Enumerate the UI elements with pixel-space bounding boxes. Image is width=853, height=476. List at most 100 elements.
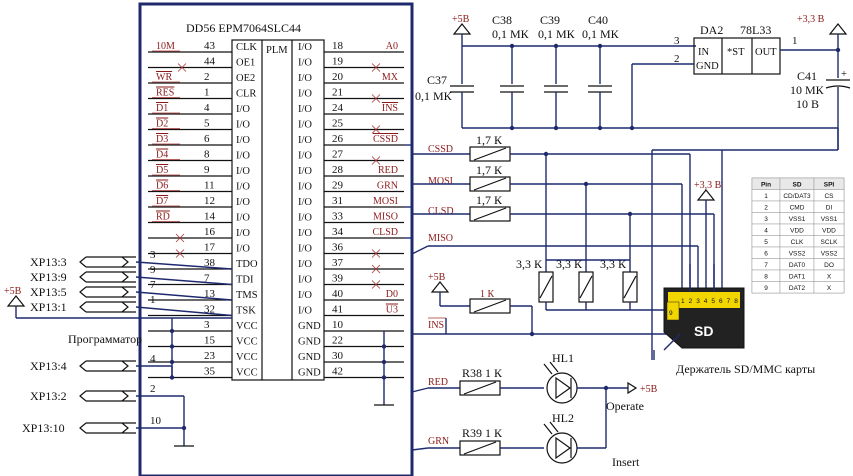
chip-outline: [138, 2, 414, 476]
right-pin-signal: CSSD: [373, 134, 398, 145]
left-pin-num: 2: [204, 71, 210, 83]
right-pin-num: 10: [332, 319, 344, 331]
left-pin-signal: D1: [156, 103, 168, 114]
pin-table-value: CMD: [790, 204, 805, 211]
right-pin-signal: MX: [382, 72, 399, 83]
pin-table-value: VDD: [790, 227, 804, 234]
left-pin-num: 9: [204, 164, 210, 176]
reg-pin1: 1: [792, 35, 798, 47]
xp-pin-num: 7: [150, 279, 156, 291]
pin-table-value: CD/DAT3: [783, 193, 811, 200]
pin-table-header: Pin: [761, 181, 771, 188]
xp-connector: [79, 286, 136, 298]
left-pin-name: OE1: [236, 58, 255, 69]
right-pin-name: I/O: [298, 151, 312, 162]
pin-table-value: X: [827, 285, 832, 292]
right-pin-signal: A0: [386, 41, 398, 52]
right-pin-name: GND: [298, 368, 321, 379]
sd-card-label: SD: [694, 323, 713, 339]
right-pin-num: 24: [332, 102, 344, 114]
left-pin-num: 4: [204, 102, 210, 114]
r39-label: R39 1 К: [462, 426, 503, 440]
net-red: RED: [428, 377, 448, 388]
left-pin-name: TDI: [236, 275, 254, 286]
left-pin-name: I/O: [236, 166, 250, 177]
pin-table-value: CS: [824, 193, 834, 200]
right-pin-name: I/O: [298, 259, 312, 270]
pin-table-value: DAT2: [789, 285, 806, 292]
r-1-7k-label: 1,7 К: [476, 163, 503, 177]
right-pin-name: I/O: [298, 73, 312, 84]
xp-label: XP13:1: [30, 300, 67, 314]
right-pin-name: I/O: [298, 306, 312, 317]
pin-table-value: 5: [764, 239, 768, 246]
left-pin-signal: D5: [156, 165, 168, 176]
pin-table-value: 2: [764, 204, 768, 211]
right-pin-num: 42: [332, 366, 343, 378]
left-pin-num: 43: [204, 40, 216, 52]
left-pin-signal: RES: [156, 88, 174, 99]
xp4-connector: [79, 360, 136, 372]
r-1k-label: 1 К: [480, 289, 495, 300]
xp-label: XP13:3: [30, 255, 67, 269]
chip-body: [231, 39, 325, 381]
xp2-num: 2: [150, 383, 156, 395]
left-pin-name: I/O: [236, 151, 250, 162]
pin-table-value: 3: [764, 216, 768, 223]
left-pin-signal: 10M: [156, 41, 175, 52]
pin-table-header: SPI: [824, 181, 835, 188]
right-pin-name: I/O: [298, 135, 312, 146]
pin-table-value: VSS2: [789, 250, 806, 257]
sd-pin-num: 8: [734, 298, 738, 305]
left-pin-signal: D3: [156, 134, 168, 145]
reg-st-label: *ST: [727, 47, 745, 58]
pin-table-value: 8: [764, 273, 768, 280]
pin-table-value: 9: [764, 285, 768, 292]
right-pin-num: 36: [332, 242, 344, 254]
right-pin-name: I/O: [298, 89, 312, 100]
pin-table-value: CLK: [791, 239, 804, 246]
r-1-7k-label: 1,7 К: [476, 133, 503, 147]
r-1-7k-label: 1,7 К: [476, 193, 503, 207]
c38-label: C38: [492, 13, 512, 27]
right-pin-name: I/O: [298, 244, 312, 255]
pin-table-value: DO: [824, 262, 834, 269]
operate-label: Operate: [606, 399, 644, 413]
c40-value: 0,1 МК: [582, 27, 620, 41]
left-pin-num: 32: [204, 304, 215, 316]
right-pin-num: 25: [332, 118, 344, 130]
chip-pins: CLK4310MOE144OE22WRCLR1RESI/O4D1I/O5D2I/…: [148, 40, 412, 406]
c38-value: 0,1 МК: [492, 27, 530, 41]
plus5-left-label: +5В: [4, 286, 22, 297]
plus5-top-label: +5В: [452, 14, 470, 25]
c41-label: C41: [797, 69, 817, 83]
left-pin-name: VCC: [236, 352, 258, 363]
right-pin-signal: RED: [378, 165, 398, 176]
left-pin-name: I/O: [236, 182, 250, 193]
right-pin-num: 26: [332, 133, 344, 145]
hl2-led: [546, 432, 578, 464]
right-pin-signal: GRN: [377, 181, 398, 192]
right-pin-num: 40: [332, 288, 344, 300]
xp10-label: XP13:10: [22, 421, 65, 435]
left-pin-name: VCC: [236, 368, 258, 379]
pin-table-value: DAT0: [789, 262, 806, 269]
xp-connector: [79, 256, 136, 268]
right-pin-name: GND: [298, 337, 321, 348]
right-pin-signal: CLSD: [372, 227, 398, 238]
right-pin-name: I/O: [298, 104, 312, 115]
right-pin-name: I/O: [298, 58, 312, 69]
pin-table-value: SCLK: [821, 239, 839, 246]
r38-label: R38 1 К: [462, 366, 503, 380]
pullup-label: 3,3 К: [600, 257, 627, 271]
net-grn: GRN: [428, 436, 449, 447]
net-miso: MISO: [428, 233, 453, 244]
net-clsd: CLSD: [428, 206, 454, 217]
xp-pin-num: 1: [150, 294, 156, 306]
xp-label: XP13:9: [30, 270, 67, 284]
sd-pin-num: 3: [696, 298, 700, 305]
net-mosi: MOSI: [428, 176, 453, 187]
da2-type: 78L33: [740, 23, 771, 37]
